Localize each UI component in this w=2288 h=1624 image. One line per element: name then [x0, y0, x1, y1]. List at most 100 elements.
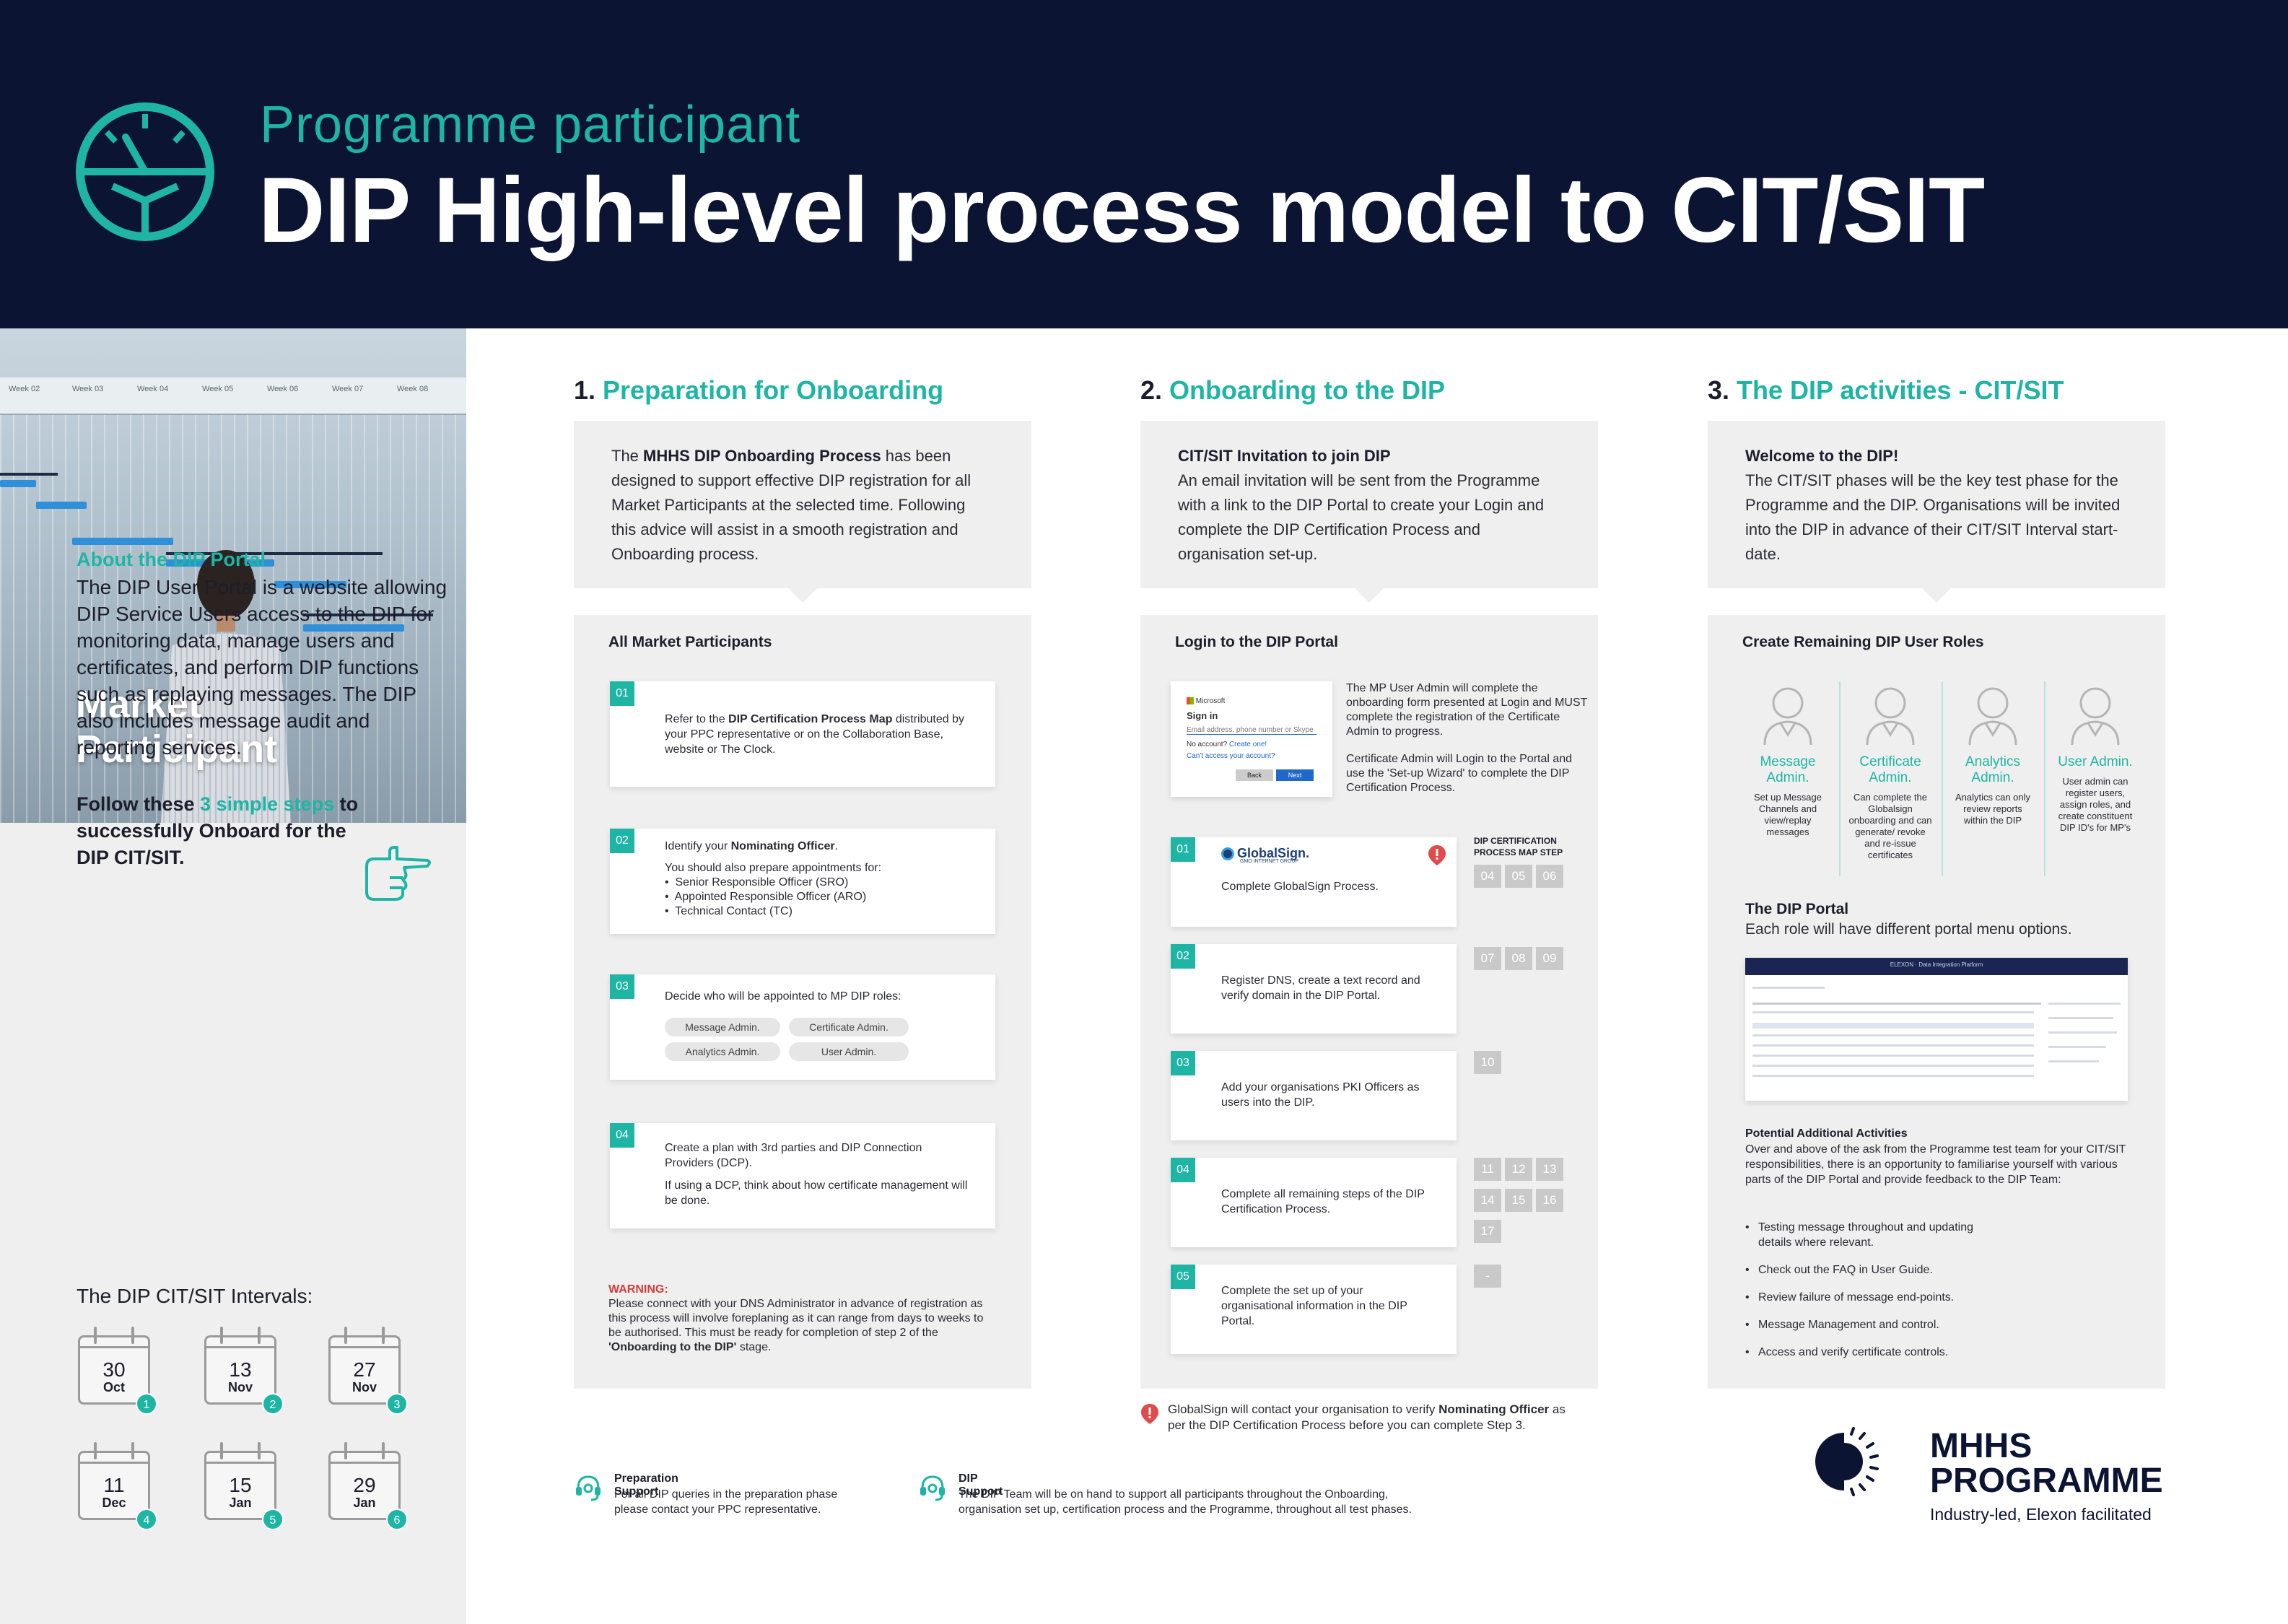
role-divider [1839, 681, 1841, 876]
step-text: Register DNS, create a text record and v… [1221, 974, 1420, 1002]
step-number: 04 [1171, 1158, 1195, 1182]
person-image [161, 550, 291, 823]
additional-activities-heading: Potential Additional Activities [1745, 1127, 1908, 1140]
calendar-ring [131, 1327, 134, 1344]
column-number: 3. [1708, 375, 1730, 405]
note-text: GlobalSign will contact your organisatio… [1168, 1402, 1439, 1416]
list-item: Review failure of message end-points. [1745, 1290, 2135, 1305]
week-label: Week 02 [9, 385, 40, 393]
alert-pin-icon [1428, 845, 1446, 865]
map-step-box: 13 [1536, 1158, 1563, 1181]
step-text: Decide who will be appointed to MP DIP r… [665, 990, 901, 1003]
step-card: 03 Decide who will be appointed to MP DI… [610, 974, 995, 1080]
calendar-ring [258, 1327, 261, 1344]
step-text-bold: Nominating Officer [730, 840, 835, 852]
user-icon [1763, 687, 1812, 746]
map-step-box: 07 [1474, 947, 1501, 970]
interval-day: 11 [103, 1474, 125, 1496]
calendar-body [328, 1335, 401, 1405]
map-step-box: 06 [1536, 865, 1563, 888]
role-divider [2044, 681, 2045, 876]
calendar-icon: 27 Nov 3 [328, 1327, 408, 1415]
map-step-box: 09 [1536, 947, 1563, 970]
page-subtitle: Programme participant [260, 96, 801, 154]
step-number: 01 [610, 681, 634, 706]
step-card: 04 Create a plan with 3rd parties and DI… [610, 1123, 995, 1228]
step-number: 04 [610, 1123, 634, 1148]
intro-text: has been designed to support effective D… [611, 447, 971, 563]
intervals-heading: The DIP CIT/SIT Intervals: [77, 1285, 313, 1307]
calendar-body [78, 1335, 150, 1405]
process-map-heading: DIP CERTIFICATION PROCESS MAP STEP [1474, 836, 1563, 857]
map-step-box: 12 [1505, 1158, 1532, 1181]
ms-cant-access-link: Can't access your account? [1187, 752, 1275, 760]
intro-bold: Welcome to the DIP! [1745, 447, 1899, 465]
gantt-line [0, 473, 58, 476]
ms-brand: Microsoft [1195, 697, 1226, 705]
gantt-line [303, 614, 433, 616]
list-item: Message Management and control. [1745, 1317, 2135, 1332]
globalsign-mark [1221, 847, 1234, 861]
list-item: Check out the FAQ in User Guide. [1745, 1262, 2135, 1278]
globalsign-logo: GlobalSign.GMO INTERNET GROUP [1221, 846, 1309, 864]
calendar-body [78, 1451, 150, 1520]
note-bold: Nominating Officer [1438, 1402, 1550, 1416]
gantt-header [0, 377, 466, 415]
ms-signin-title: Sign in [1187, 710, 1218, 721]
role-name: Analytics Admin. [1965, 754, 2021, 785]
step-number: 03 [610, 974, 634, 999]
ms-create-link: No account? Create one! [1187, 741, 1267, 748]
portal-bar-text: ELEXON · Data Integration Platform [1890, 961, 1983, 968]
map-step-box: 05 [1505, 865, 1532, 888]
calendar-icon: 29 Jan 6 [328, 1442, 408, 1530]
support-text: For all DIP queries in the preparation p… [614, 1487, 837, 1517]
interval-day: 13 [229, 1358, 252, 1381]
additional-activities-list: Testing message throughout and updating … [1745, 1220, 2135, 1372]
pointing-hand-icon [365, 846, 431, 901]
calendar-ring [344, 1327, 347, 1344]
role-name: User Admin. [2058, 754, 2133, 769]
interval-month: Nov [352, 1380, 377, 1394]
additional-activities-text: Over and above of the ask from the Progr… [1745, 1143, 2126, 1186]
brand-tagline: Industry-led, Elexon facilitated [1930, 1505, 2152, 1524]
onboarding-step-card: 02 Register DNS, create a text record an… [1171, 944, 1457, 1034]
calendar-ring [94, 1327, 97, 1344]
calendar-body [328, 1451, 401, 1520]
interval-month: Jan [229, 1496, 252, 1510]
mhhs-logo-icon [1815, 1427, 1879, 1496]
step-number: 01 [1171, 837, 1195, 862]
role-description: Analytics can only review reports within… [1955, 792, 2031, 826]
interval-day: 15 [229, 1474, 252, 1496]
column-title: Preparation for Onboarding [603, 375, 944, 405]
column-number: 1. [574, 375, 596, 405]
dip-portal-screenshot: ELEXON · Data Integration Platform [1745, 958, 2128, 1101]
support-line: For all DIP queries in the preparation p… [614, 1488, 838, 1501]
login-text: The MP User Admin will complete the onbo… [1346, 682, 1588, 738]
step-number: 02 [1171, 944, 1195, 969]
step-bullet: • Senior Responsible Officer (SRO) [665, 876, 849, 889]
note-text: as per the DIP Certification Process bef… [1168, 1402, 1566, 1432]
support-text: The DIP Team will be on hand to support … [959, 1487, 1412, 1517]
interval-day: 30 [102, 1358, 126, 1381]
portal-row [1752, 1055, 2034, 1057]
interval-number: 3 [386, 1393, 408, 1415]
step-text-part: distributed by your PPC representative o… [665, 713, 964, 756]
interval-month: Nov [227, 1380, 253, 1394]
support-heading: DIP Support [959, 1472, 1003, 1498]
roles-row: Message Admin. Set up Message Channels a… [1738, 681, 2142, 891]
brand-name-line-1: MHHS [1930, 1427, 2032, 1465]
portal-side [2048, 1031, 2117, 1034]
step-text: Create a plan with 3rd parties and DIP C… [665, 1142, 922, 1169]
gantt-bar [36, 502, 87, 509]
support-line: organisation set up, certification proce… [959, 1503, 1412, 1516]
intro-bold: CIT/SIT Invitation to join DIP [1178, 447, 1391, 465]
map-step-box: - [1474, 1265, 1501, 1288]
step-card: 02 Identify your Nominating Officer. You… [610, 829, 995, 934]
user-icon [2071, 687, 2120, 746]
step-text: Complete the set up of your organisation… [1221, 1285, 1407, 1327]
step-text-bold: DIP Certification Process Map [728, 713, 893, 725]
portal-line [1752, 987, 1825, 989]
week-label: Week 07 [332, 385, 364, 393]
login-text: Certificate Admin will Login to the Port… [1346, 753, 1573, 794]
column-number: 2. [1140, 375, 1163, 405]
